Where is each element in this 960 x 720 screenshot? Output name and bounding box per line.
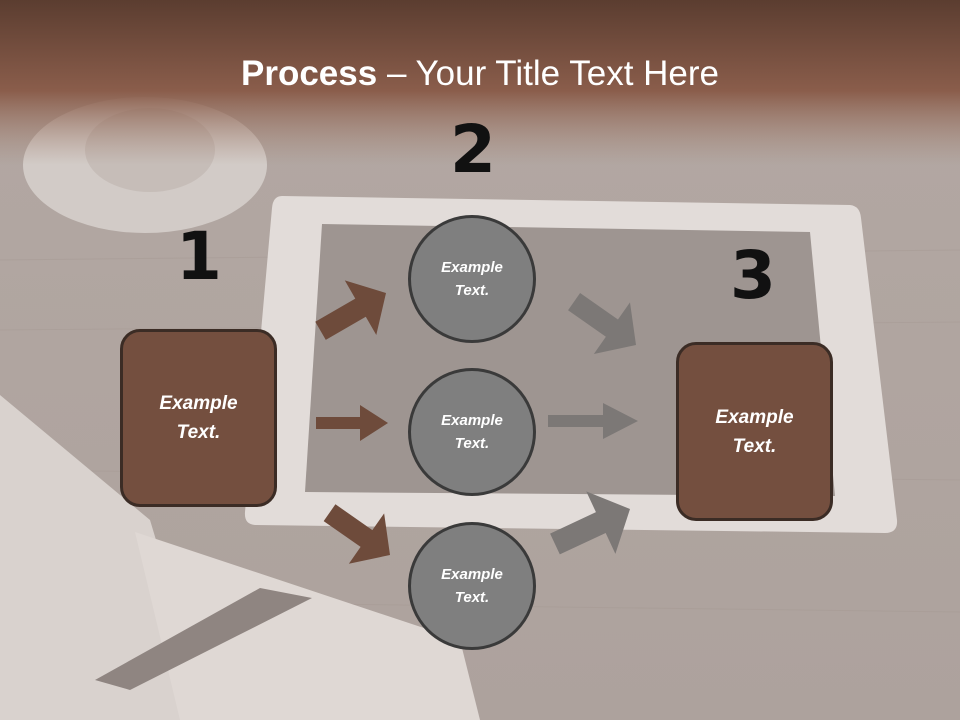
title-rest: – Your Title Text Here	[377, 54, 719, 93]
start-box-line2: Text.	[176, 422, 221, 443]
circle-bottom-line2: Text.	[454, 589, 490, 606]
circle-top-line2: Text.	[454, 282, 490, 299]
end-box-line2: Text.	[732, 435, 777, 457]
circle-top: Example Text.	[408, 215, 536, 343]
arrow-up-right-brown	[315, 280, 386, 340]
arrow-right-gray	[548, 403, 638, 439]
step-number-3: 3	[730, 237, 776, 314]
start-box: Example Text.	[120, 329, 277, 507]
circle-bottom: Example Text.	[408, 522, 536, 650]
arrow-down-right-gray	[568, 293, 636, 354]
circle-top-line1: Example	[441, 259, 503, 276]
end-box-line1: Example	[715, 406, 794, 428]
arrow-down-right-brown	[323, 504, 390, 564]
end-box: Example Text.	[676, 342, 833, 521]
circle-middle: Example Text.	[408, 368, 536, 496]
slide-title: Process – Your Title Text Here	[0, 52, 960, 96]
step-number-1: 1	[176, 218, 222, 295]
circle-middle-line2: Text.	[454, 435, 490, 452]
arrow-up-right-gray	[550, 491, 630, 555]
start-box-line1: Example	[159, 393, 238, 414]
title-strong: Process	[241, 54, 378, 93]
circle-middle-line1: Example	[441, 412, 503, 429]
step-number-2: 2	[450, 111, 496, 188]
arrow-right-brown	[316, 405, 388, 441]
circle-bottom-line1: Example	[441, 566, 503, 583]
